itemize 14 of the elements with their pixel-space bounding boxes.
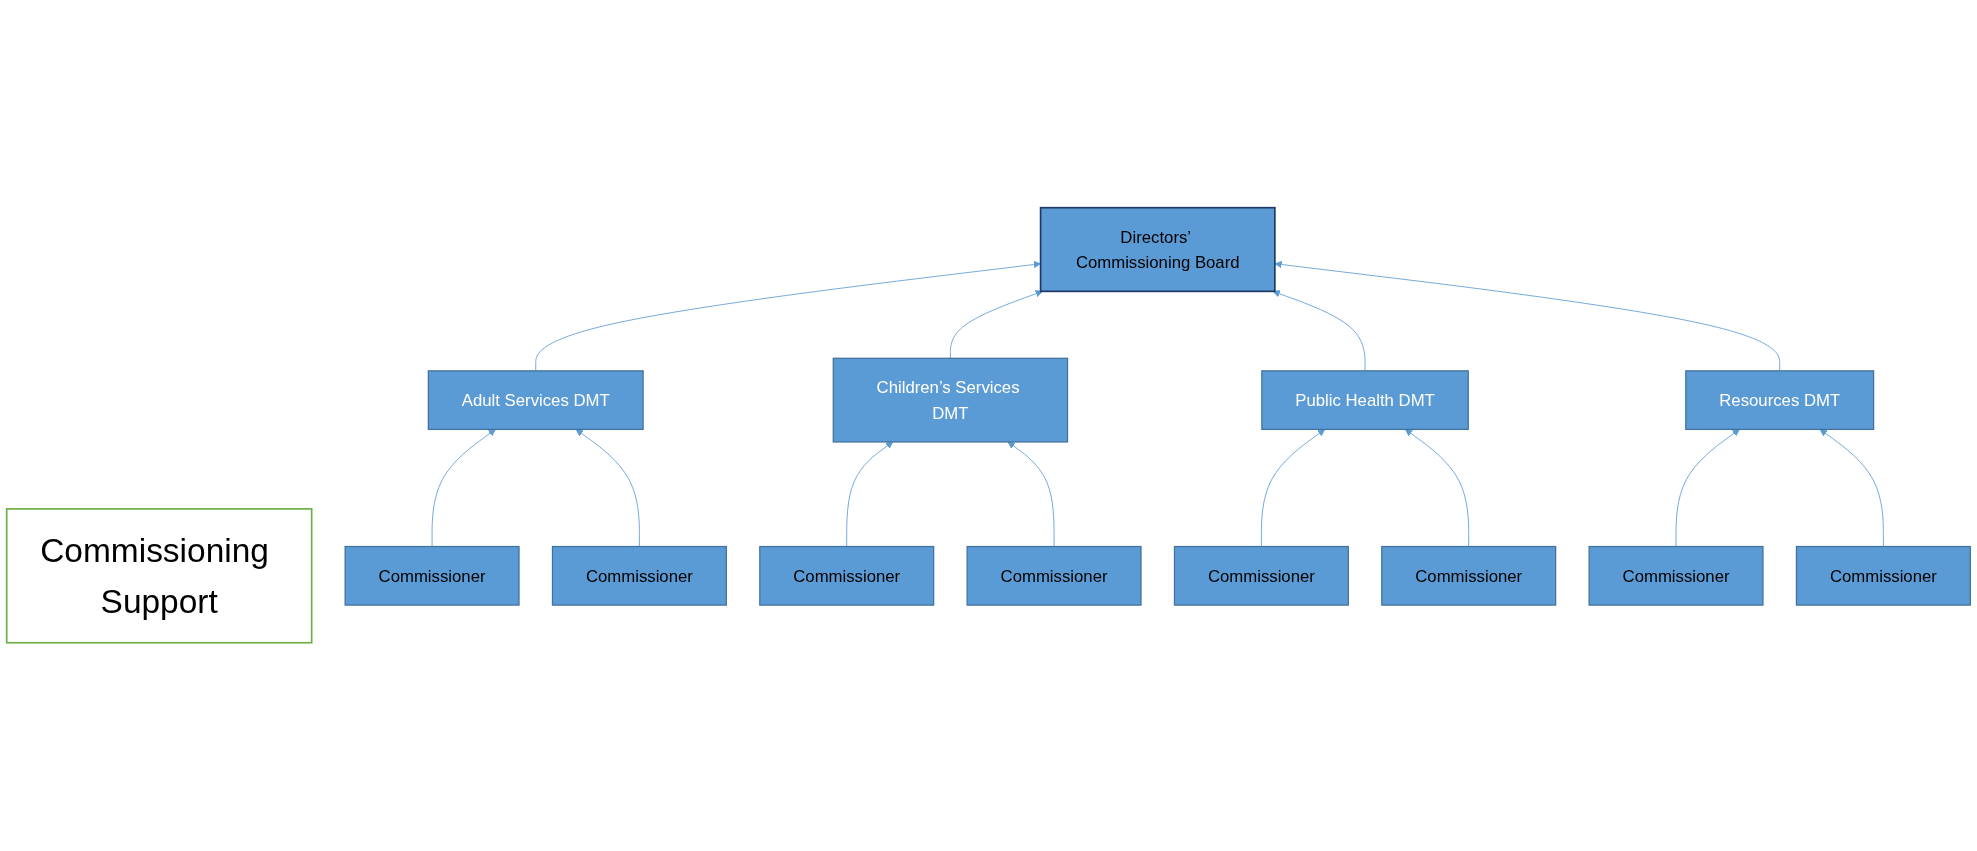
node-box: Commissioner [344, 546, 520, 606]
node-box: Commissioner [966, 546, 1142, 606]
node-box: Resources DMT [1685, 370, 1875, 431]
node-box: Commissioner [551, 546, 727, 606]
node-box: Public Health DMT [1261, 370, 1469, 431]
node-box: Commissioner [759, 546, 935, 606]
node-box: Directors’ Commissioning Board [1039, 207, 1276, 293]
node-box: Commissioner [1795, 546, 1971, 606]
node-box: Commissioner [1173, 546, 1349, 606]
node-box: Children’s Services DMT [832, 357, 1069, 443]
node-box: Adult Services DMT [427, 370, 644, 431]
node-box: Commissioning Support [5, 508, 313, 644]
node-box: Commissioner [1588, 546, 1764, 606]
node-box: Commissioner [1381, 546, 1557, 606]
